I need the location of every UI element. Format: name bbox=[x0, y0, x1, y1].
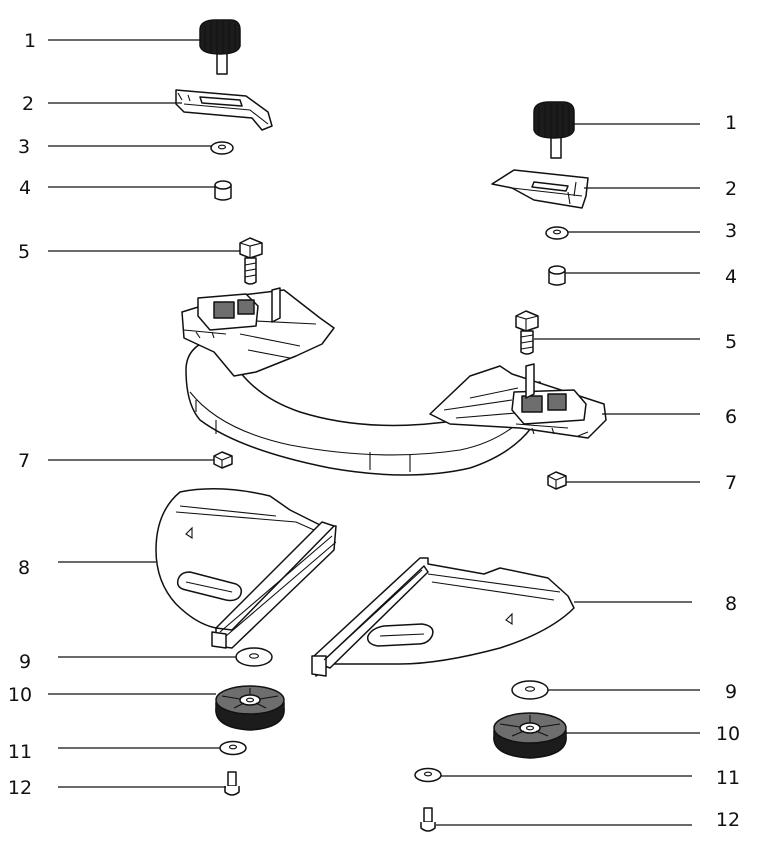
callout-right-2: 2 bbox=[725, 178, 737, 200]
callout-right-6: 6 bbox=[725, 406, 737, 428]
part-star-knob-left bbox=[215, 685, 285, 731]
callout-right-8: 8 bbox=[725, 593, 737, 615]
callout-right-5: 5 bbox=[725, 331, 737, 353]
leader-lines bbox=[48, 39, 700, 826]
callout-left-2: 2 bbox=[22, 93, 34, 115]
part-hex-nut-right bbox=[547, 471, 567, 490]
callout-left-9: 9 bbox=[19, 651, 31, 673]
callout-labels-left: 1 2 3 4 5 7 8 9 10 11 12 bbox=[8, 30, 36, 799]
part-insert-nut-right bbox=[548, 265, 566, 286]
part-hex-bolt-left bbox=[239, 237, 263, 285]
callout-right-9: 9 bbox=[725, 681, 737, 703]
callout-left-8: 8 bbox=[18, 557, 30, 579]
callout-right-12: 12 bbox=[716, 809, 740, 831]
part-support-plate-left bbox=[155, 488, 337, 649]
callout-left-11: 11 bbox=[8, 741, 32, 763]
part-washer-left bbox=[210, 141, 234, 155]
callout-right-11: 11 bbox=[716, 767, 740, 789]
callout-left-3: 3 bbox=[18, 136, 30, 158]
callout-left-4: 4 bbox=[19, 177, 31, 199]
callout-left-1: 1 bbox=[24, 30, 36, 52]
callout-left-10: 10 bbox=[8, 684, 32, 706]
part-knob-screw-right bbox=[533, 101, 575, 159]
callout-left-12: 12 bbox=[8, 777, 32, 799]
callout-right-1: 1 bbox=[725, 112, 737, 134]
callout-right-10: 10 bbox=[716, 723, 740, 745]
part-star-knob-right bbox=[493, 712, 567, 759]
part-large-washer-left bbox=[235, 647, 273, 667]
part-small-washer-right bbox=[414, 767, 442, 783]
part-large-washer-right bbox=[511, 680, 549, 700]
callout-right-3: 3 bbox=[725, 220, 737, 242]
part-guide-frame bbox=[181, 287, 607, 476]
part-hex-bolt-right bbox=[515, 310, 539, 355]
part-clamp-plate-left bbox=[175, 89, 273, 131]
part-small-screw-right bbox=[420, 807, 436, 832]
callout-left-7: 7 bbox=[18, 450, 30, 472]
part-support-plate-right bbox=[311, 557, 575, 677]
part-hex-nut-left bbox=[213, 451, 233, 469]
callout-left-5: 5 bbox=[18, 241, 30, 263]
callout-right-7: 7 bbox=[725, 472, 737, 494]
part-clamp-plate-right bbox=[491, 169, 589, 209]
part-insert-nut-left bbox=[214, 180, 232, 201]
part-small-screw-left bbox=[224, 771, 240, 796]
part-washer-right bbox=[545, 226, 569, 240]
callout-right-4: 4 bbox=[725, 266, 737, 288]
part-small-washer-left bbox=[219, 740, 247, 756]
part-knob-screw-left bbox=[199, 19, 241, 75]
callout-labels-right: 1 2 3 4 5 6 7 8 9 10 11 12 bbox=[716, 112, 740, 831]
